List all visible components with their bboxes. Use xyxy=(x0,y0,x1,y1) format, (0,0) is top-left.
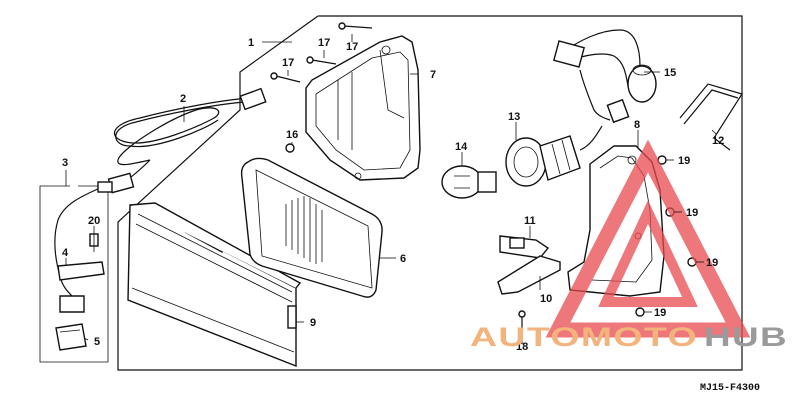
part-7-housing xyxy=(305,35,421,181)
small-fasteners xyxy=(270,22,697,344)
callout-15: 15 xyxy=(664,67,676,79)
callout-18: 18 xyxy=(516,341,528,353)
watermark-text-part2: HUB xyxy=(704,322,788,352)
part-10-11-brackets xyxy=(497,235,561,295)
callout-5: 5 xyxy=(94,336,100,348)
callout-7: 7 xyxy=(430,69,436,81)
callout-13: 13 xyxy=(508,111,520,123)
callout-16: 16 xyxy=(286,129,298,141)
assembly-outline xyxy=(117,15,743,371)
callout-17b: 17 xyxy=(346,41,358,53)
leader-lines xyxy=(65,34,717,341)
part-13-socket xyxy=(505,125,603,187)
callout-3: 3 xyxy=(62,157,68,169)
callout-6: 6 xyxy=(400,253,406,265)
callout-labels: 1 2 3 4 5 6 7 8 9 10 11 12 13 14 15 16 1… xyxy=(62,37,724,353)
callout-19d: 19 xyxy=(654,307,666,319)
callout-12: 12 xyxy=(712,135,724,147)
callout-17c: 17 xyxy=(282,57,294,69)
callout-8: 8 xyxy=(634,119,640,131)
callout-14: 14 xyxy=(455,141,468,153)
part-9-lens-cover xyxy=(127,202,302,368)
watermark-text-part1: AUTOMOTO xyxy=(470,322,698,352)
part-14-bulb xyxy=(441,165,497,199)
callout-17a: 17 xyxy=(318,37,330,49)
part-12-wire-clip xyxy=(679,83,743,151)
part-3-sub-harness xyxy=(54,181,113,351)
callout-2: 2 xyxy=(180,93,186,105)
watermark-text: AUTOMOTO HUB xyxy=(470,322,788,352)
part-15-wiring-component xyxy=(552,29,657,124)
callout-20: 20 xyxy=(88,215,100,227)
callout-4: 4 xyxy=(62,247,69,259)
callout-1: 1 xyxy=(248,37,254,49)
callout-19c: 19 xyxy=(706,257,718,269)
watermark-logo-triangle xyxy=(545,139,751,338)
diagram-code: MJ15-F4300 xyxy=(700,383,760,394)
callout-11: 11 xyxy=(524,215,536,227)
callout-9: 9 xyxy=(310,317,316,329)
callout-10: 10 xyxy=(540,293,552,305)
callout-19a: 19 xyxy=(678,155,690,167)
callout-19b: 19 xyxy=(686,207,698,219)
part-2-wire-harness xyxy=(107,87,267,194)
part-6-headlight-lens xyxy=(240,157,383,298)
